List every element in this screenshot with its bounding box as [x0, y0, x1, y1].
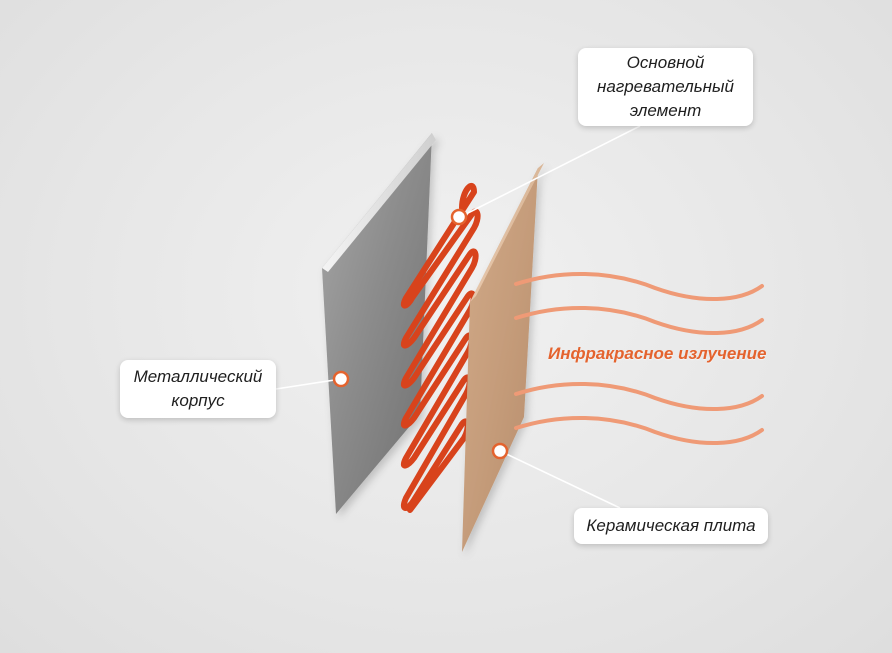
marker-metal-case [332, 370, 350, 388]
metal-case-plate [322, 133, 436, 514]
callout-main-line-1: Основной [626, 53, 705, 72]
infrared-waves [514, 271, 764, 446]
callout-metal-line-2: корпус [171, 391, 225, 410]
marker-main-heater [450, 208, 468, 226]
leader-main-heater [459, 125, 641, 218]
ceramic-plate-edge [470, 163, 544, 302]
ceramic-plate-face [462, 168, 538, 552]
callout-metal-case: Металлический корпус [120, 360, 276, 418]
ir-wave-1 [514, 271, 764, 302]
ceramic-plate [462, 163, 544, 552]
ir-wave-3 [514, 381, 764, 412]
callout-main-line-3: элемент [629, 101, 702, 120]
callout-ceramic-plate: Керамическая плита [574, 508, 768, 544]
leader-metal-case [275, 378, 342, 390]
callout-main-line-2: нагревательный [597, 77, 734, 96]
ir-wave-2 [514, 305, 764, 336]
callout-main-heating-element: Основной нагревательный элемент [578, 48, 753, 126]
ir-wave-4 [514, 415, 764, 446]
infrared-radiation-label: Инфракрасное излучение [548, 344, 767, 363]
leader-ceramic-plate [499, 450, 621, 509]
metal-case-edge [322, 133, 436, 272]
callout-ceramic-text: Керамическая плита [586, 516, 756, 535]
markers [332, 208, 509, 460]
marker-ceramic-plate [491, 442, 509, 460]
callout-metal-line-1: Металлический [133, 367, 263, 386]
leader-lines [275, 125, 641, 509]
